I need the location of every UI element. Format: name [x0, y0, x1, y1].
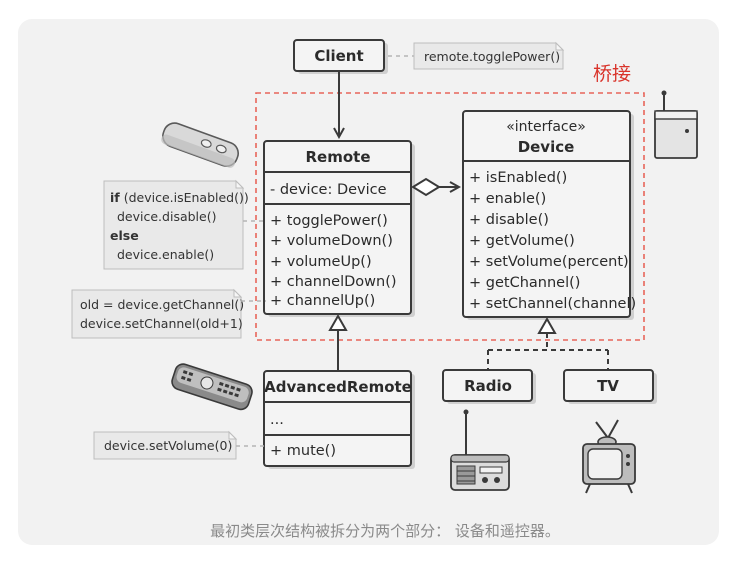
advanced-remote-icon: [171, 363, 253, 411]
advanced-remote-class[interactable]: AdvancedRemote ... + mute(): [263, 370, 415, 469]
device-realization: [487, 316, 609, 370]
device-method: + getVolume(): [469, 233, 575, 249]
tv-title: TV: [597, 377, 619, 395]
note-text: (device.isEnabled()): [120, 190, 249, 205]
advanced-remote-field: ...: [270, 412, 284, 428]
device-title: Device: [518, 138, 575, 156]
device-method: + enable(): [469, 191, 546, 207]
client-note: remote.togglePower(): [413, 41, 565, 70]
remote-device-aggregation: [411, 177, 459, 197]
bridge-boundary: [255, 92, 645, 341]
note-keyword: else: [110, 228, 139, 243]
note-text: device.disable(): [117, 209, 216, 224]
remote-control-icon: [161, 122, 239, 168]
remote-method: + volumeUp(): [270, 254, 372, 270]
note-text: old = device.getChannel(): [80, 297, 244, 312]
note-keyword: if: [110, 190, 120, 205]
bridge-label: 桥接: [593, 63, 631, 85]
device-stereotype: «interface»: [506, 119, 586, 135]
channel-up-note: old = device.getChannel() device.setChan…: [71, 288, 244, 339]
remote-method: + togglePower(): [270, 213, 388, 229]
svg-text:if (device.isEnabled()): if (device.isEnabled()): [110, 190, 249, 205]
diagram-caption: 最初类层次结构被拆分为两个部分： 设备和遥控器。: [210, 522, 560, 540]
remote-method: + channelUp(): [270, 293, 375, 309]
tv-icon: [582, 419, 636, 494]
device-method: + setChannel(channel): [469, 296, 636, 312]
note-text: device.setVolume(0): [104, 438, 232, 453]
client-title: Client: [314, 47, 363, 65]
mute-note: device.setVolume(0): [93, 430, 238, 460]
wireless-device-icon: [654, 90, 698, 159]
tv-class[interactable]: TV: [563, 369, 657, 404]
advanced-remote-method: + mute(): [270, 443, 336, 459]
device-method: + disable(): [469, 212, 549, 228]
device-method: + getChannel(): [469, 275, 580, 291]
device-interface[interactable]: «interface» Device + isEnabled() + enabl…: [462, 110, 636, 320]
advanced-remote-title: AdvancedRemote: [264, 378, 412, 396]
client-note-text: remote.togglePower(): [424, 49, 560, 64]
note-text: device.setChannel(old+1): [80, 316, 243, 331]
radio-icon: [450, 409, 510, 491]
toggle-power-note: if (device.isEnabled()) device.disable()…: [103, 179, 249, 270]
client-class[interactable]: Client: [293, 39, 388, 74]
remote-method: + channelDown(): [270, 274, 397, 290]
remote-class[interactable]: Remote - device: Device + togglePower() …: [263, 140, 415, 317]
remote-field: - device: Device: [270, 182, 387, 198]
advanced-remote-inheritance: [328, 313, 348, 371]
note-text: device.enable(): [117, 247, 214, 262]
remote-method: + volumeDown(): [270, 233, 393, 249]
radio-class[interactable]: Radio: [442, 369, 536, 404]
device-method: + isEnabled(): [469, 170, 567, 186]
device-method: + setVolume(percent): [469, 254, 629, 270]
remote-title: Remote: [305, 148, 370, 166]
radio-title: Radio: [464, 377, 512, 395]
